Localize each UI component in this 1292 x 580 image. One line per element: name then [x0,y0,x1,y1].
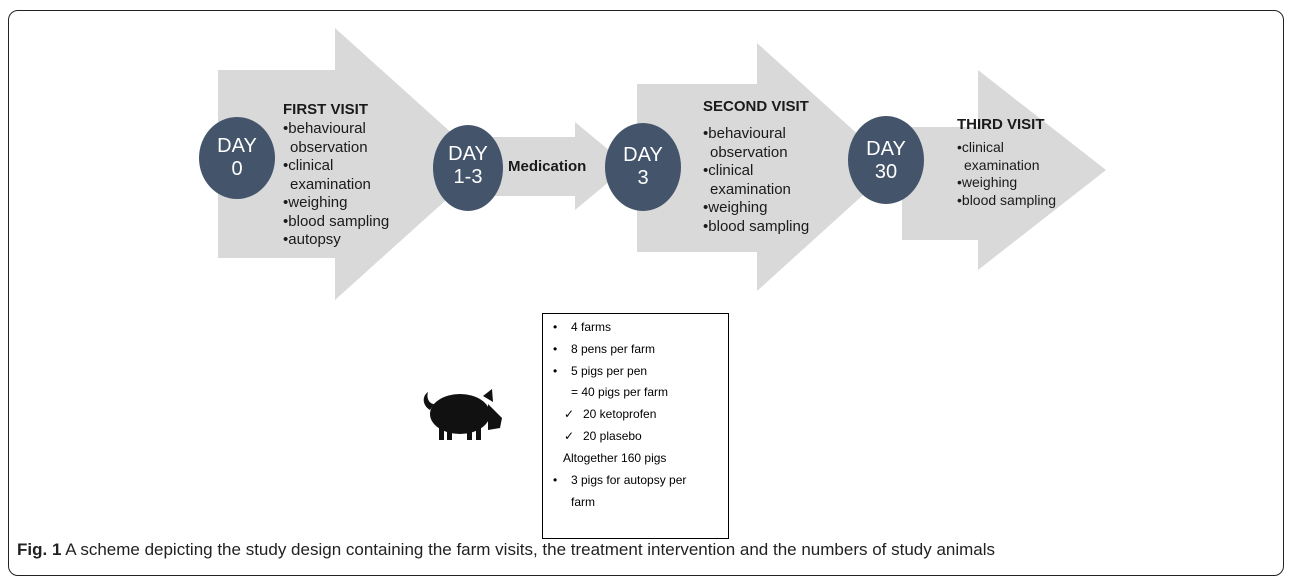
day-1-3-line2: 1-3 [453,166,483,188]
day-30-circle [848,116,924,204]
second-visit-item: clinical examination [703,162,823,199]
first-visit-item: clinical examination [283,157,403,194]
first-visit-item: autopsy [283,231,403,250]
day-0-label: DAY 0 [197,135,277,181]
summary-pigs-per-pen: 5 pigs per pen [571,364,648,378]
day-0-line2: 0 [231,158,243,180]
summary-pens: 8 pens per farm [571,342,656,356]
pig-icon [423,389,502,440]
third-visit-item: clinical examination [957,139,1057,174]
summary-ketoprofen: 20 ketoprofen [583,407,657,421]
study-animals-summary-box: • 4 farms • 8 pens per farm • 5 pigs per… [542,313,729,539]
arrow-medication [470,122,628,210]
day-3-line1: DAY [623,144,663,166]
figure-caption: Fig. 1 A scheme depicting the study desi… [17,540,995,560]
day-30-line1: DAY [866,138,906,160]
third-visit-item: blood sampling [957,192,1057,210]
summary-placebo: 20 plasebo [583,429,642,443]
second-visit-item: blood sampling [703,218,823,237]
summary-pigs-per-farm: = 40 pigs per farm [571,385,669,399]
day-3-circle [605,123,681,211]
first-visit-item: blood sampling [283,213,403,232]
summary-autopsy-line2: farm [571,495,595,509]
second-visit-item: weighing [703,199,823,218]
bullet: • [553,342,558,356]
medication-label: Medication [508,158,587,175]
summary-farms: 4 farms [571,320,612,334]
day-0-line1: DAY [217,135,257,157]
caption-text: A scheme depicting the study design cont… [61,540,996,559]
bullet: • [553,364,558,378]
bullet: • [553,320,558,334]
day-30-label: DAY 30 [846,138,926,184]
day-0-circle [199,117,275,199]
check-icon: ✓ [564,429,575,443]
bullet: • [553,473,558,487]
check-icon: ✓ [564,407,575,421]
day-3-line2: 3 [637,167,649,189]
third-visit-item: weighing [957,174,1057,192]
day-3-label: DAY 3 [603,144,683,190]
third-visit-title: THIRD VISIT [957,116,1045,133]
day-1-3-circle [433,125,503,211]
first-visit-list: behavioural observation clinical examina… [283,120,403,250]
first-visit-item: behavioural observation [283,120,403,157]
summary-total: Altogether 160 pigs [563,451,667,465]
first-visit-title: FIRST VISIT [283,101,369,118]
day-30-line2: 30 [874,161,898,183]
day-1-3-line1: DAY [448,143,488,165]
second-visit-title: SECOND VISIT [703,98,809,115]
figure-frame [8,10,1284,576]
caption-label: Fig. 1 [17,540,62,559]
third-visit-list: clinical examination weighing blood samp… [957,139,1057,209]
second-visit-item: behavioural observation [703,125,823,162]
day-1-3-label: DAY 1-3 [428,143,508,189]
second-visit-list: behavioural observation clinical examina… [703,125,823,236]
first-visit-item: weighing [283,194,403,213]
summary-autopsy-line1: 3 pigs for autopsy per [571,473,687,487]
